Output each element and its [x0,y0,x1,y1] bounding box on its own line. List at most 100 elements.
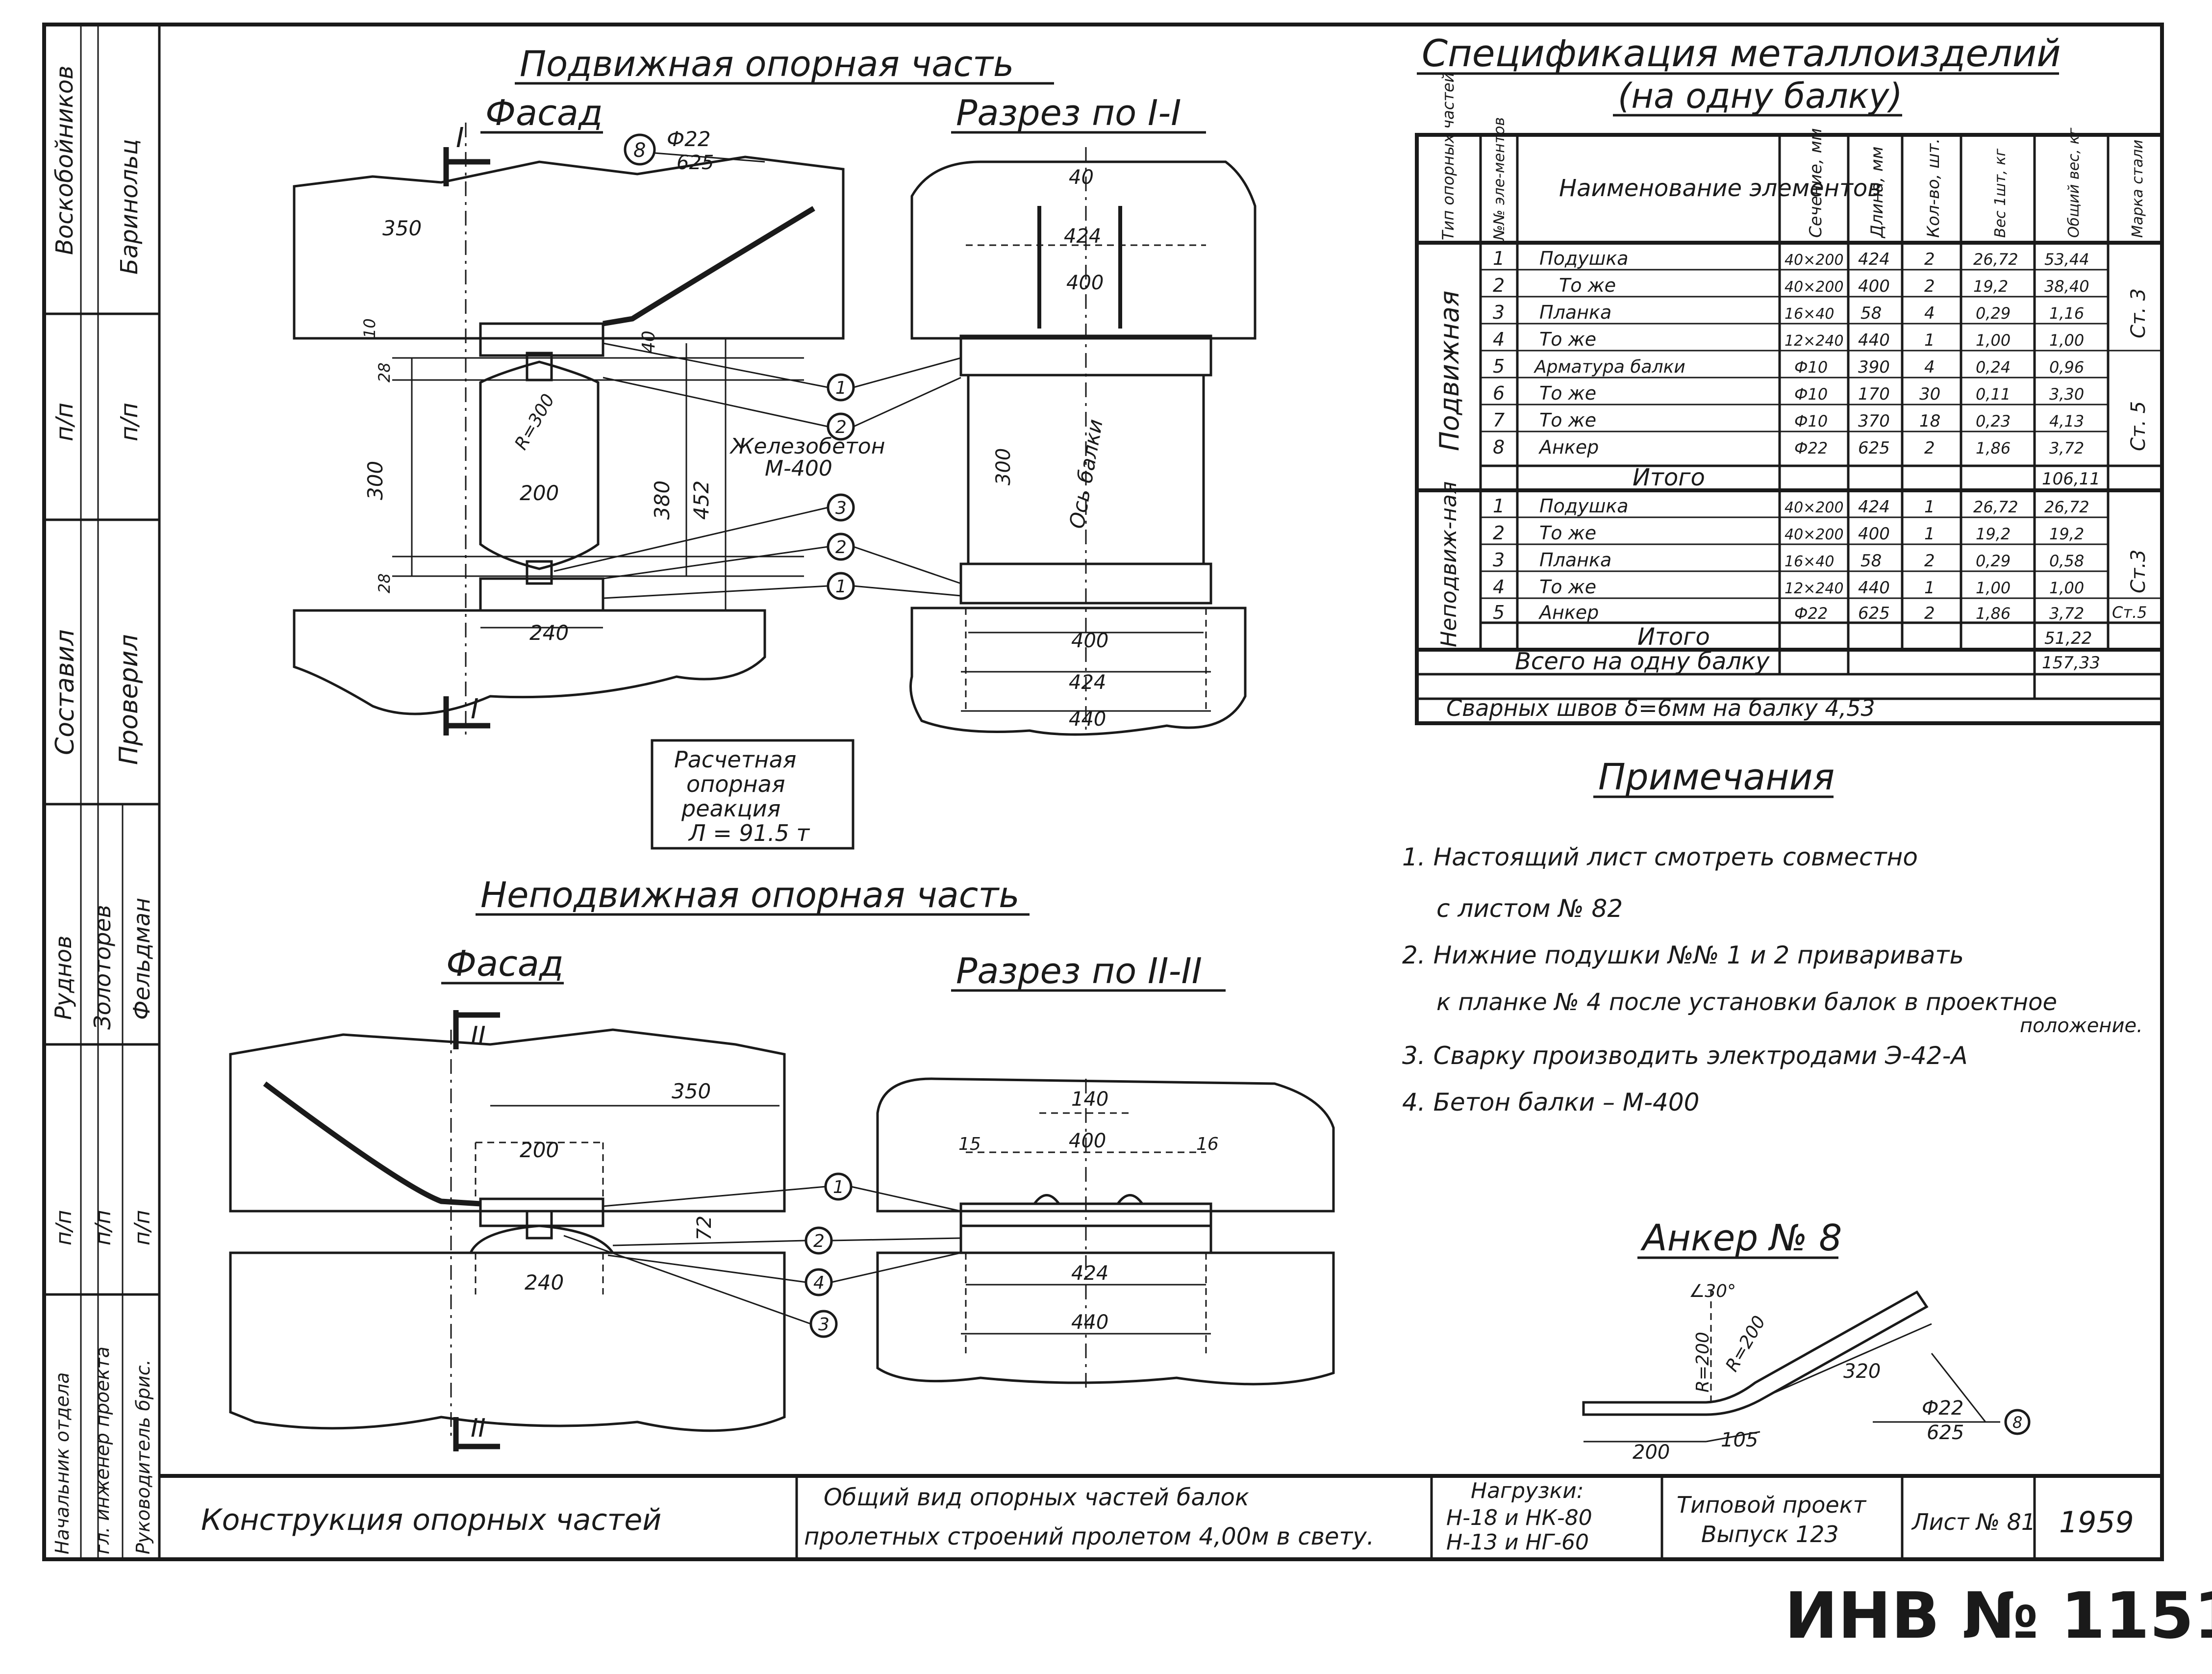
spec-f5-name: Анкер [1538,602,1599,623]
spec-r8-num: 8 [1493,436,1505,458]
spec-f2-len: 400 [1858,524,1890,544]
spec-header-count: Кол-во, шт. [1924,138,1943,238]
anchor-r2: R=200 [1722,1313,1769,1375]
anchor-title: Анкер № 8 [1640,1217,1842,1259]
title-desc-1: Общий вид опорных частей балок [824,1484,1249,1511]
title-project-2: Выпуск 123 [1701,1521,1839,1547]
spec-r6-len: 170 [1858,384,1890,404]
title-sheet: Лист № 81 [1911,1509,2036,1535]
title-load-title: Нагрузки: [1471,1478,1584,1503]
spec-r2-cnt: 2 [1924,277,1935,296]
sidebar-head-1: Начальник отдела [51,1372,73,1554]
fixed-upper-beam [229,1028,786,1213]
spec-r5-cnt: 4 [1924,357,1935,377]
spec-group-movable: Подвижная [1434,291,1465,451]
anchor-ref: 8 [2012,1413,2022,1432]
spec-f3-unit: 0,29 [1976,552,2011,570]
reaction-line-1: Расчетная [674,746,796,773]
spec-r2-name: То же [1559,275,1616,296]
spec-r1-len: 424 [1858,250,1890,269]
callout-3a: 3 [835,498,847,518]
fixed-section-dim-400: 400 [1069,1130,1106,1152]
sidebar-sign-2: п/п [116,403,143,441]
movable-anchor-dia: Ф22 [667,127,711,151]
reaction-box: Расчетная опорная реакция Л = 91.5 т [651,739,855,850]
reaction-line-2: опорная [686,771,785,797]
spec-header-unit-weight: Вес 1шт, кг [1992,149,2009,238]
anchor-320: 320 [1843,1360,1881,1383]
spec-r7-len: 370 [1858,411,1890,431]
spec-f4-unit: 1,00 [1976,579,2011,597]
notes-line-3: 2. Нижние подушки №№ 1 и 2 приваривать [1402,941,1964,969]
sidebar-sign-3: п/п [51,1210,76,1245]
spec-r8-sec: Ф22 [1794,439,1828,457]
movable-anchor-ref: 8 [633,139,646,162]
movable-section-mark-top: I [456,122,464,154]
notes-line-5: положение. [2020,1015,2143,1037]
spec-f4-total: 1,00 [2049,579,2084,597]
spec-subtitle: (на одну балку) [1618,76,1903,116]
anchor-detail: Анкер № 8 ∠30° R=200 R=200 200 105 320 Ф… [1582,1217,2031,1464]
spec-f2-num: 2 [1493,522,1505,544]
movable-section-mark-bottom: I [471,693,479,725]
spec-f2-sec: 40×200 [1785,526,1844,543]
movable-dim-28b: 28 [375,573,394,593]
fixed-dim-200: 200 [520,1138,559,1162]
spec-r7-sec: Ф10 [1794,412,1828,431]
fixed-dim-240: 240 [525,1270,564,1294]
spec-f4-cnt: 1 [1924,578,1935,598]
spec-f1-cnt: 1 [1924,497,1935,517]
spec-r4-name: То же [1539,329,1596,350]
fixed-dim-350: 350 [672,1079,711,1103]
spec-f5-len: 625 [1858,604,1890,623]
spec-r2-total: 38,40 [2044,277,2089,296]
anchor-angle: ∠30° [1689,1281,1736,1301]
spec-f5-unit: 1,86 [1976,604,2011,623]
fixed-section-mark-top: II [471,1021,486,1051]
sidebar-stamp: Воскобойников Баринольц п/п п/п Составил… [44,25,159,1559]
movable-dim-452: 452 [689,481,713,520]
spec-r2-sec: 40×200 [1785,279,1844,296]
spec-f2-name: То же [1539,522,1596,544]
spec-r7-total: 4,13 [2049,412,2084,431]
fixed-callout-1: 1 [833,1177,844,1197]
anchor-105: 105 [1721,1429,1758,1451]
movable-upper-beam [293,155,845,340]
spec-table: Спецификация металлоизделий (на одну бал… [1415,31,2164,725]
spec-r3-name: Планка [1539,302,1611,323]
sidebar-name-zolotorev: Золоторев [89,905,116,1030]
fixed-section-upper-beam [876,1077,1335,1213]
fixed-section-dim-424: 424 [1071,1262,1108,1285]
title-year: 1959 [2059,1505,2134,1540]
fixed-section-dim-140: 140 [1071,1088,1108,1111]
callout-2b: 2 [835,537,847,558]
fixed-facade-title: Фасад [446,943,564,984]
fixed-section-mark-bottom: II [471,1414,486,1443]
spec-f1-unit: 26,72 [1973,498,2018,516]
spec-f3-cnt: 2 [1924,551,1935,571]
notes-line-6: 3. Сварку производить электродами Э-42-А [1402,1041,1968,1070]
spec-r3-len: 58 [1860,304,1882,323]
spec-rows-movable: 1 Подушка 40×200 424 2 26,72 53,44 2 То … [1493,248,2089,458]
movable-title: Подвижная опорная часть [520,43,1014,84]
spec-total1-label: Итого [1633,464,1705,491]
notes-line-2: с листом № 82 [1436,894,1623,923]
spec-f1-sec: 40×200 [1785,499,1844,516]
spec-r5-len: 390 [1858,357,1890,377]
movable-anchor-bar [603,206,815,327]
fixed-section-title: Разрез по II-II [956,950,1202,991]
movable-section-title: Разрез по I-I [956,92,1181,133]
spec-r2-unit: 19,2 [1973,277,2008,296]
callout-1b: 1 [835,577,847,597]
fixed-callout-2: 2 [813,1231,825,1251]
movable-section-dim-300: 300 [992,448,1015,485]
movable-dim-300: 300 [363,461,387,500]
spec-header-steel: Марка стали [2129,140,2146,238]
movable-dim-10: 10 [360,318,379,338]
spec-r6-cnt: 30 [1919,384,1940,404]
fixed-section-dim-15: 15 [958,1134,981,1154]
anchor-dia: Ф22 [1922,1397,1963,1420]
callout-1a: 1 [835,378,847,398]
spec-steel-1a: Ст. 3 [2127,288,2150,338]
